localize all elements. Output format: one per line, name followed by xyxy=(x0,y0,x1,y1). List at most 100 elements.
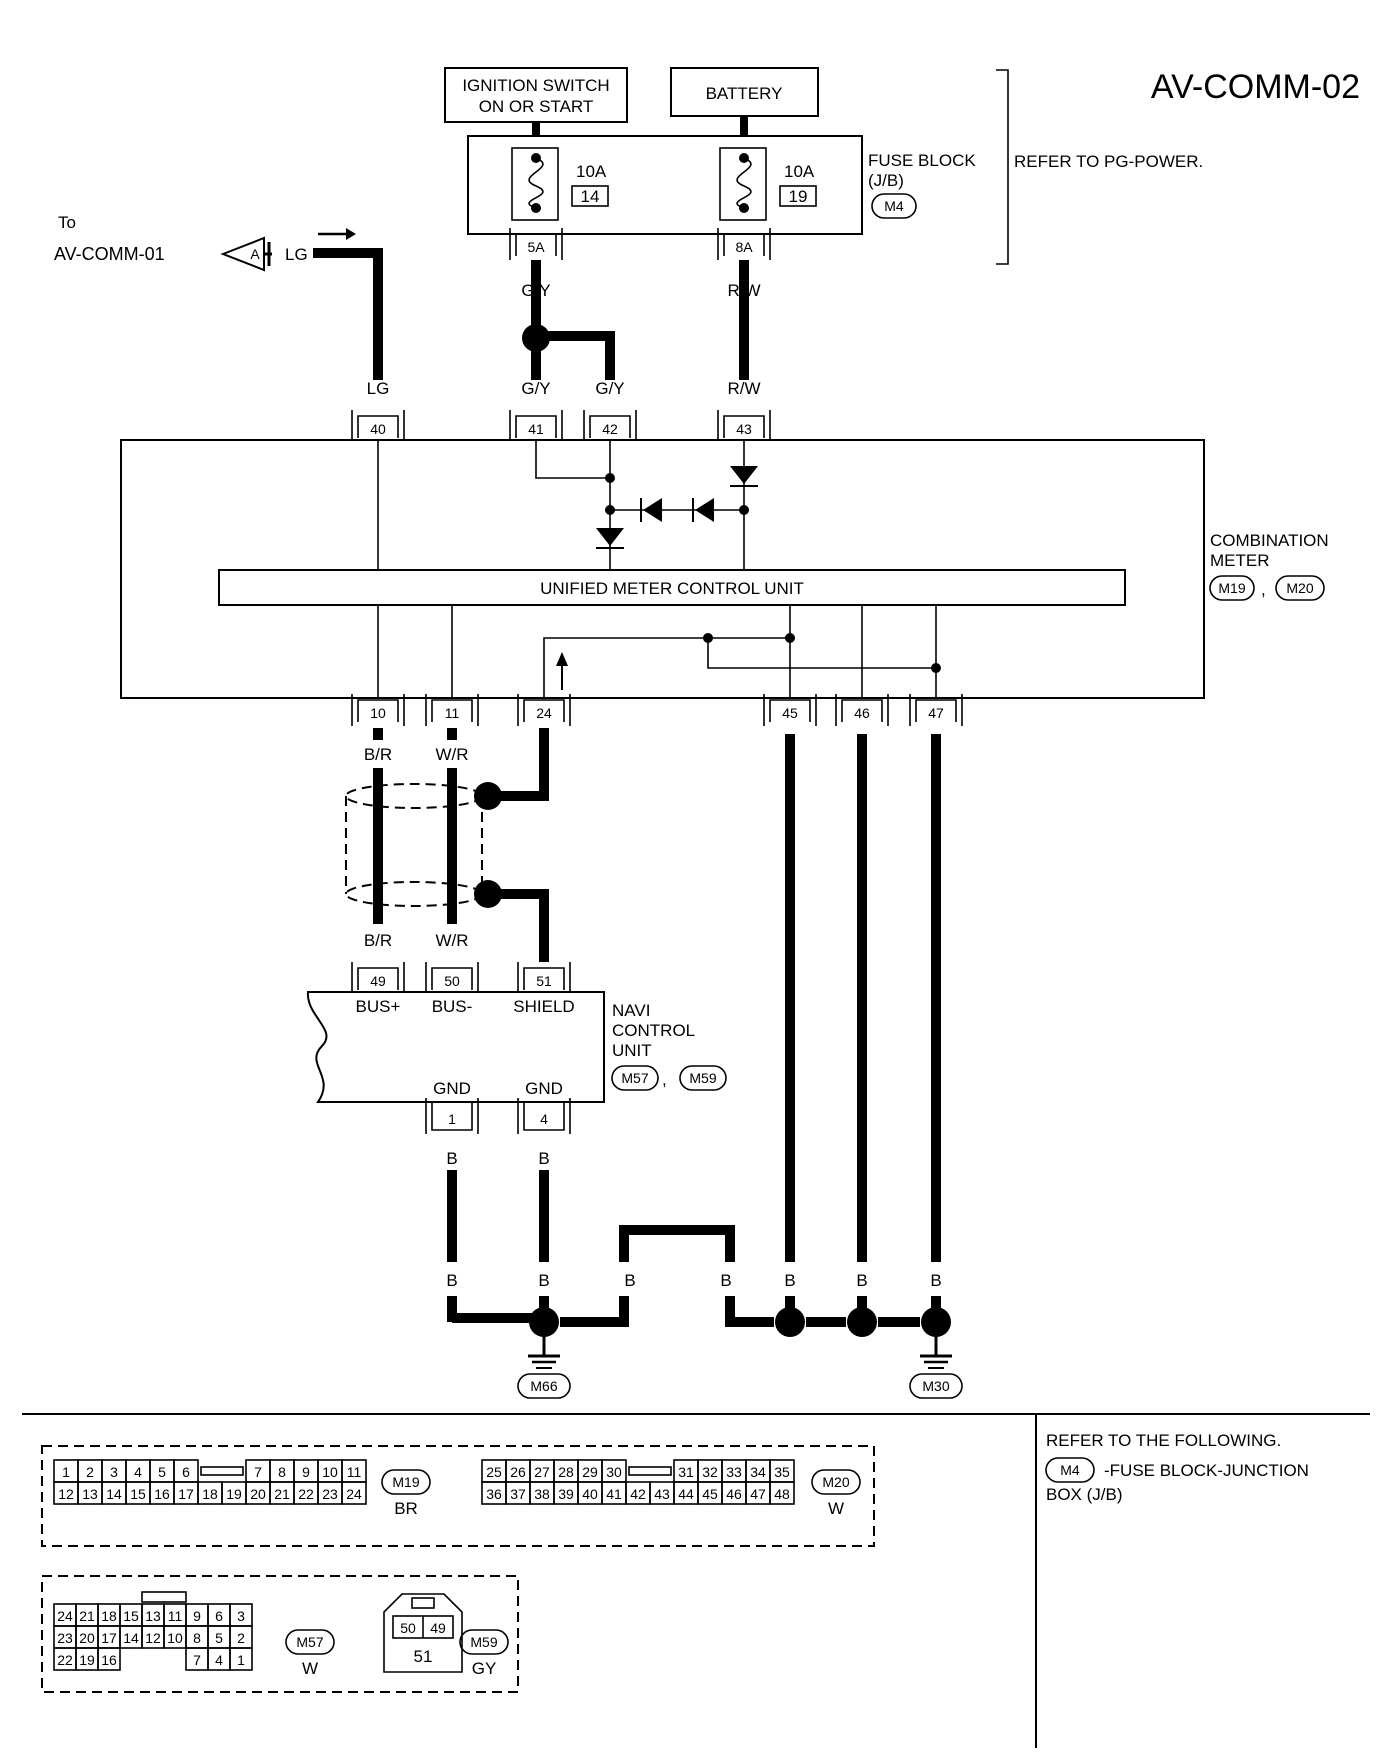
meter-label-line1: COMBINATION xyxy=(1210,531,1329,550)
navi-connector-m57: M57 xyxy=(621,1070,648,1086)
m57-pin-19-label: 19 xyxy=(79,1652,95,1668)
m20-face-pin-34-label: 34 xyxy=(750,1464,766,1480)
wire-wr-upper: W/R xyxy=(435,745,468,764)
wire-b-lower-3: B xyxy=(624,1271,635,1290)
m19-face-pin-6-label: 6 xyxy=(182,1464,190,1480)
connector-m59-id: M59 xyxy=(470,1634,497,1650)
m19-face-lock xyxy=(200,1466,244,1476)
wire-b-lower-1: B xyxy=(446,1271,457,1290)
m57-pin-6-label: 6 xyxy=(215,1608,223,1624)
meter-label-line2: METER xyxy=(1210,551,1270,570)
meter-pin-10: 10 xyxy=(351,693,405,727)
m59-pin-50: 50 xyxy=(400,1620,416,1636)
m57-pin-18-label: 18 xyxy=(101,1608,117,1624)
svg-text:42: 42 xyxy=(602,421,618,437)
m57-pin-17-label: 17 xyxy=(101,1630,117,1646)
svg-text:40: 40 xyxy=(370,421,386,437)
m19-face-pin-24-label: 24 xyxy=(346,1486,362,1502)
m19-face-pin-17-label: 17 xyxy=(178,1486,194,1502)
wire-b-45-upper: B xyxy=(784,745,795,764)
m20-face-pin-37-label: 37 xyxy=(510,1486,526,1502)
m19-face-pin-9-label: 9 xyxy=(302,1464,310,1480)
meter-pin-42: 42 xyxy=(583,409,637,443)
m19-face-pin-7-label: 7 xyxy=(254,1464,262,1480)
ignition-switch: IGNITION SWITCH ON OR START xyxy=(444,67,628,123)
svg-text:4: 4 xyxy=(540,1111,548,1127)
meter-pin-46: 46 xyxy=(835,693,889,727)
diode-43 xyxy=(730,466,758,484)
wire-b-lower-2: B xyxy=(538,1271,549,1290)
m20-face-pin-29-label: 29 xyxy=(582,1464,598,1480)
fuse-block: 10A 14 10A 19 xyxy=(467,135,863,235)
wire-lg: LG xyxy=(367,379,390,398)
m19-face-pin-2-label: 2 xyxy=(86,1464,94,1480)
meter-pin-41: 41 xyxy=(509,409,563,443)
m19-face-pin-4-label: 4 xyxy=(134,1464,142,1480)
ground-splice-m66 xyxy=(529,1307,559,1337)
wire-b-47-upper: B xyxy=(930,745,941,764)
wire-b-46-upper: B xyxy=(856,745,867,764)
m19-face-pin-20-label: 20 xyxy=(250,1486,266,1502)
link-to: To xyxy=(58,213,76,232)
connector-m57-color: W xyxy=(302,1659,318,1678)
svg-text:1: 1 xyxy=(448,1111,456,1127)
navi-label-line2: CONTROL xyxy=(612,1021,695,1040)
m20-face-pin-39-label: 39 xyxy=(558,1486,574,1502)
navi-label-line3: UNIT xyxy=(612,1041,652,1060)
m57-pin-16-cell xyxy=(97,1647,121,1671)
ground-splice-46 xyxy=(847,1307,877,1337)
m19-face-pin-19-label: 19 xyxy=(226,1486,242,1502)
ground-splice-45 xyxy=(775,1307,805,1337)
navi-pin-name-gnd-4: GND xyxy=(525,1079,563,1098)
wire-rw-upper: R/W xyxy=(727,281,760,300)
ground-m30: M30 xyxy=(909,1336,963,1399)
m19-face-pin-11-label: 11 xyxy=(347,1464,362,1480)
m20-face-pin-32-label: 32 xyxy=(702,1464,718,1480)
m19-face-pin-16-label: 16 xyxy=(154,1486,170,1502)
ignition-label-line2: ON OR START xyxy=(479,97,594,116)
m57-lock xyxy=(141,1591,187,1603)
wire-b-navi-1-upper: B xyxy=(446,1149,457,1168)
navi-label-line1: NAVI xyxy=(612,1001,650,1020)
wire-b-lower-6: B xyxy=(856,1271,867,1290)
fuse-output-8a: 8A xyxy=(717,227,771,261)
navi-connector-m59: M59 xyxy=(689,1070,716,1086)
fuse-14-amp: 10A xyxy=(576,162,607,181)
m57-pin-21-label: 21 xyxy=(79,1608,95,1624)
m57-pin-16-label: 16 xyxy=(101,1652,117,1668)
svg-text:24: 24 xyxy=(536,705,552,721)
connector-m19-color: BR xyxy=(394,1499,418,1518)
m57-pin-10-label: 10 xyxy=(167,1630,183,1646)
shield-splice-bottom xyxy=(474,880,502,908)
fuse-block-label-line1: FUSE BLOCK xyxy=(868,151,976,170)
link-target[interactable]: AV-COMM-01 xyxy=(54,244,165,264)
fuse-block-label-line2: (J/B) xyxy=(868,171,904,190)
svg-text:10: 10 xyxy=(370,705,386,721)
diagram-title: AV-COMM-02 xyxy=(1151,68,1360,106)
m20-face-pin-42-label: 42 xyxy=(630,1486,646,1502)
m57-pin-5-label: 5 xyxy=(215,1630,223,1646)
ground-m66: M66 xyxy=(517,1336,571,1399)
svg-text:51: 51 xyxy=(536,973,552,989)
navi-pin-name-bus-minus: BUS- xyxy=(432,997,473,1016)
navi-pin-1: 1 xyxy=(425,1098,479,1134)
wire-wr-lower: W/R xyxy=(435,931,468,950)
svg-text:46: 46 xyxy=(854,705,870,721)
m19-face-pin-8-label: 8 xyxy=(278,1464,286,1480)
m20-face-pin-28-label: 28 xyxy=(558,1464,574,1480)
m57-pin-2-label: 2 xyxy=(237,1630,245,1646)
fuse-19-number: 19 xyxy=(789,187,808,206)
m57-pin-12-label: 12 xyxy=(145,1630,161,1646)
m20-face-pin-46-label: 46 xyxy=(726,1486,742,1502)
m20-face-pin-35-cell xyxy=(769,1459,795,1483)
m57-pin-20-label: 20 xyxy=(79,1630,95,1646)
m57-pin-14-label: 14 xyxy=(123,1630,139,1646)
m19-face-pin-21-label: 21 xyxy=(274,1486,290,1502)
wire-rw-43: R/W xyxy=(727,379,760,398)
wire-gy-42: G/Y xyxy=(595,379,624,398)
m59-pin-51: 51 xyxy=(414,1647,433,1666)
diode-series-1 xyxy=(643,498,662,522)
